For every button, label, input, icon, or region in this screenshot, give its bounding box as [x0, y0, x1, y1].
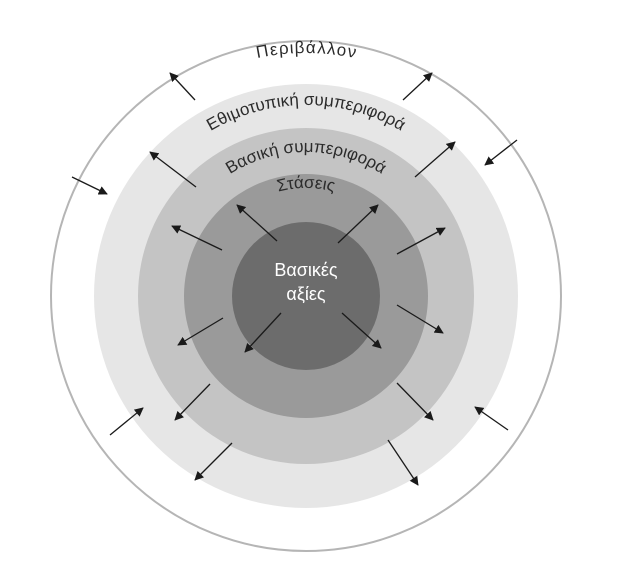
- arrow-icon: [194, 442, 233, 481]
- arrow-icon: [402, 72, 433, 101]
- arrow-icon: [337, 204, 379, 244]
- arrow-icon: [396, 304, 444, 334]
- arrow-icon: [71, 176, 108, 195]
- arrow-icon: [341, 312, 382, 349]
- attitudes-label: Στάσεις: [275, 173, 337, 196]
- core-values-label-line1: Βασικές: [274, 260, 338, 280]
- arrow-icon: [414, 141, 456, 178]
- arrow-icon: [244, 312, 282, 353]
- arrow-icon: [174, 383, 211, 421]
- arrow-icon: [169, 72, 196, 101]
- arrow-icon: [109, 407, 144, 436]
- arrows: [71, 72, 518, 486]
- arrow-icon: [396, 382, 434, 421]
- arrow-icon: [177, 317, 224, 346]
- core-values-label-line2: αξίες: [286, 284, 325, 304]
- arrow-icon: [484, 139, 518, 166]
- arrow-icon: [236, 204, 278, 242]
- arrow-icon: [149, 151, 197, 188]
- core-values-circle: [232, 222, 380, 370]
- arrow-icon: [387, 439, 419, 486]
- arrow-icon: [474, 406, 509, 431]
- arrow-icon: [171, 225, 223, 251]
- arrow-icon: [396, 227, 446, 255]
